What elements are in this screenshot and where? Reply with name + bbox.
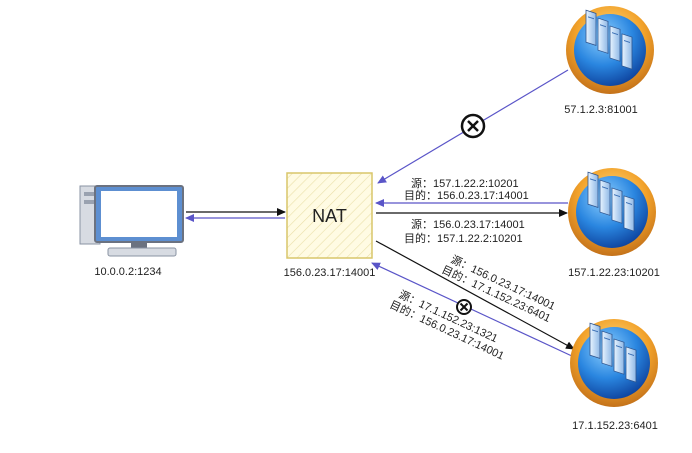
client-address-label: 10.0.0.2:1234 bbox=[94, 266, 161, 278]
server2-address-label: 157.1.22.23:10201 bbox=[568, 267, 660, 279]
blocked-circle-x-icon bbox=[456, 299, 472, 315]
desktop-computer-icon bbox=[79, 185, 184, 257]
nat-box bbox=[286, 172, 373, 259]
edge-label-nat-s2-dst: 目的：157.1.22.2:10201 bbox=[404, 231, 523, 245]
server-rack-icon bbox=[567, 167, 657, 257]
nat-address-label: 156.0.23.17:14001 bbox=[284, 267, 376, 279]
server-rack-icon bbox=[565, 5, 655, 95]
nat-title: NAT bbox=[312, 206, 347, 226]
edge-label-nat-s2-src: 源：156.0.23.17:14001 bbox=[411, 217, 525, 231]
server1-address-label: 57.1.2.3:81001 bbox=[564, 104, 637, 116]
server3-address-label: 17.1.152.23:6401 bbox=[572, 420, 658, 432]
edge-label-s2-src: 源：157.1.22.2:10201 bbox=[411, 176, 519, 190]
edge-label-s2-dst: 目的：156.0.23.17:14001 bbox=[404, 188, 529, 202]
server-rack-icon bbox=[569, 318, 659, 408]
blocked-circle-x-icon bbox=[460, 113, 486, 139]
server3-to-nat-arrow bbox=[371, 262, 575, 358]
nat-to-server3-arrow bbox=[375, 240, 575, 350]
